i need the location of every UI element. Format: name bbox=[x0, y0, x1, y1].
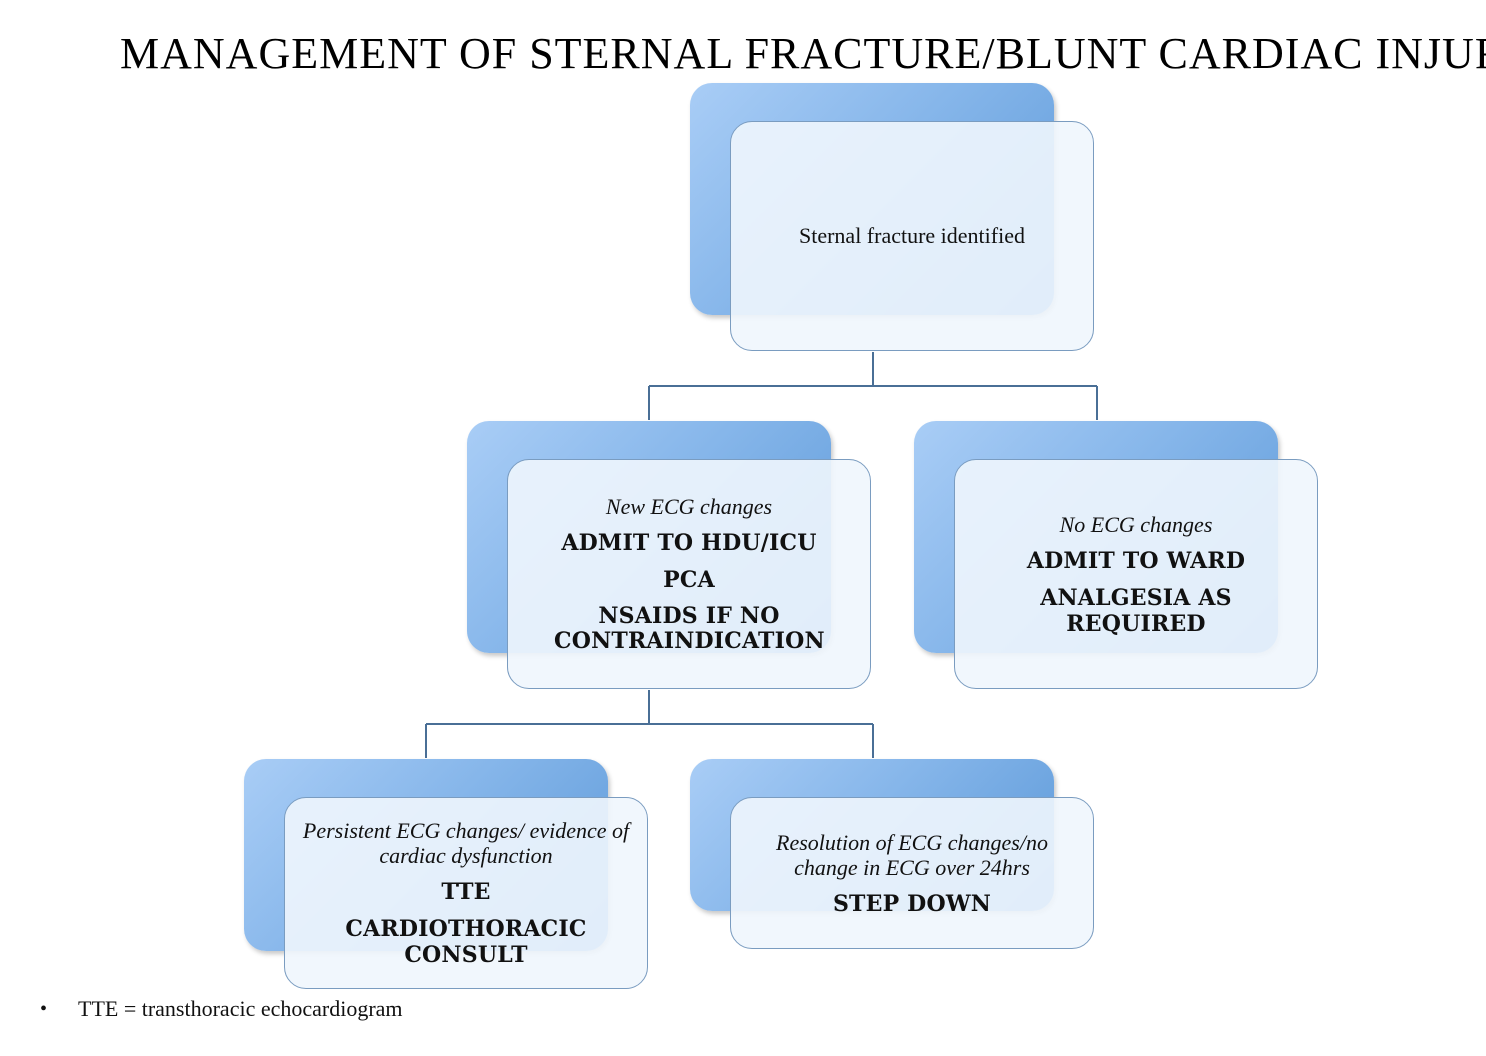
node-new-ecg-line-admit: ADMIT TO HDU/ICU bbox=[561, 530, 817, 556]
node-new-ecg-heading: New ECG changes bbox=[605, 494, 773, 519]
node-front-shape: Persistent ECG changes/ evidence of card… bbox=[284, 797, 648, 989]
node-front-shape: New ECG changes ADMIT TO HDU/ICU PCA NSA… bbox=[507, 459, 871, 689]
node-sternal-fracture-text: Sternal fracture identified bbox=[798, 223, 1025, 248]
node-resolution-line-step-down: STEP DOWN bbox=[832, 890, 992, 917]
node-persistent-line-tte: TTE bbox=[441, 879, 491, 905]
node-no-ecg-line-ward: ADMIT TO WARD bbox=[1026, 547, 1246, 574]
node-front-shape: Sternal fracture identified bbox=[730, 121, 1094, 351]
node-persistent-line-consult: CARDIOTHORACIC CONSULT bbox=[345, 916, 587, 968]
node-new-ecg-line-pca: PCA bbox=[663, 567, 715, 593]
footnote-text: TTE = transthoracic echocardiogram bbox=[78, 996, 403, 1021]
node-resolution-heading: Resolution of ECG changes/no change in E… bbox=[776, 829, 1048, 880]
node-no-ecg-line-analgesia: ANALGESIA AS REQUIRED bbox=[1040, 584, 1232, 637]
node-persistent-heading: Persistent ECG changes/ evidence of card… bbox=[302, 818, 630, 868]
node-front-shape: No ECG changes ADMIT TO WARD ANALGESIA A… bbox=[954, 459, 1318, 689]
node-new-ecg-line-nsaids: NSAIDS IF NO CONTRAINDICATION bbox=[554, 603, 825, 654]
node-no-ecg-heading: No ECG changes bbox=[1059, 511, 1213, 537]
diagram-title: MANAGEMENT OF STERNAL FRACTURE/BLUNT CAR… bbox=[120, 29, 1486, 78]
footnote: • TTE = transthoracic echocardiogram bbox=[40, 996, 403, 1022]
node-front-shape: Resolution of ECG changes/no change in E… bbox=[730, 797, 1094, 949]
bullet-icon: • bbox=[40, 997, 48, 1020]
